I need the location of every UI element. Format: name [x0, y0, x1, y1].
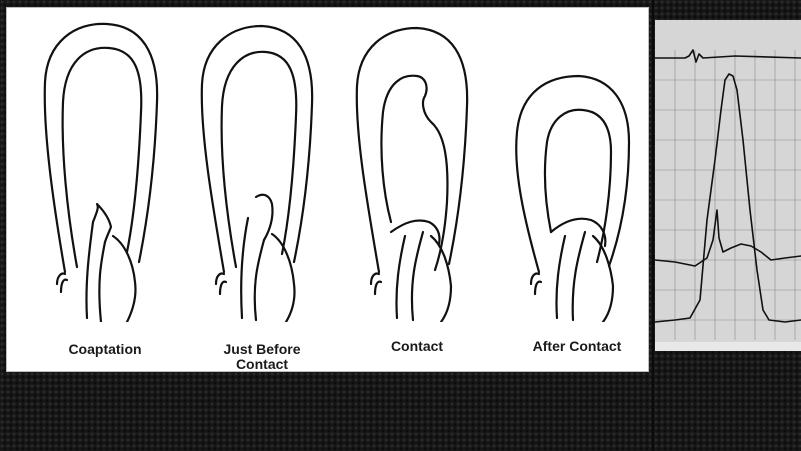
stage-label-contact: Contact — [347, 339, 487, 354]
ecg-trace — [655, 50, 801, 62]
diagram-panel: Coaptation Just Before Contact — [6, 7, 649, 372]
pressure-trace-svg — [655, 20, 801, 351]
stage-label-just-before-contact: Just Before Contact — [192, 342, 332, 372]
stage-after-contact — [507, 22, 647, 322]
stage-label-coaptation: Coaptation — [35, 342, 175, 357]
heart-outline-contact — [347, 22, 487, 322]
stage-just-before-contact — [192, 22, 332, 322]
heart-outline-coaptation — [35, 22, 175, 322]
heart-outline-just-before-contact — [192, 22, 332, 322]
slide-divider — [652, 0, 654, 451]
pressure-trace-primary — [655, 74, 801, 322]
stage-coaptation — [35, 22, 175, 322]
recording-bottom-margin — [655, 342, 801, 351]
recording-grid — [655, 50, 801, 340]
pressure-trace-secondary — [655, 210, 801, 266]
heart-outline-after-contact — [507, 22, 647, 322]
pressure-trace-recording — [655, 20, 801, 351]
stage-label-after-contact: After Contact — [507, 339, 647, 354]
stage-contact — [347, 22, 487, 322]
